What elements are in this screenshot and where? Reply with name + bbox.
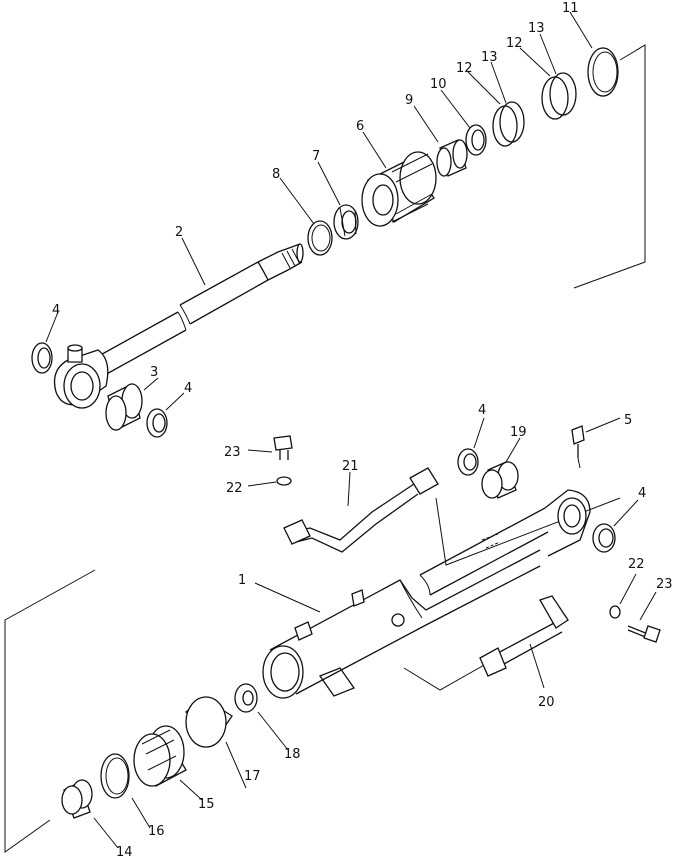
callout-8: 8 bbox=[272, 167, 280, 182]
callout-22-b: 22 bbox=[628, 557, 645, 572]
wear-ring bbox=[436, 139, 468, 177]
leader-lines-upper bbox=[45, 11, 593, 411]
assembly-bracket-tube bbox=[403, 663, 487, 691]
piston-15 bbox=[133, 725, 187, 787]
callout-15: 15 bbox=[198, 797, 215, 812]
cylinder-head bbox=[185, 696, 233, 748]
dust-seal-right bbox=[592, 523, 616, 553]
callout-23-b: 23 bbox=[656, 577, 673, 592]
dust-seal-left bbox=[31, 342, 53, 374]
callout-12-a: 12 bbox=[456, 61, 473, 76]
o-ring bbox=[587, 47, 619, 97]
bushing-14 bbox=[61, 779, 93, 819]
pipe-20 bbox=[479, 595, 569, 677]
leader-lines-lower bbox=[93, 417, 657, 849]
assembly-bracket-mid bbox=[435, 497, 621, 566]
callout-11: 11 bbox=[562, 1, 579, 16]
callout-18: 18 bbox=[284, 747, 301, 762]
callout-13-b: 13 bbox=[528, 21, 545, 36]
back-up-ring bbox=[465, 124, 487, 156]
snap-ring bbox=[307, 220, 333, 256]
callout-22-a: 22 bbox=[226, 481, 243, 496]
callout-19: 19 bbox=[510, 425, 527, 440]
callout-20: 20 bbox=[538, 695, 555, 710]
washer-upper bbox=[276, 476, 292, 486]
bushing-19 bbox=[481, 461, 519, 499]
callout-3: 3 bbox=[150, 365, 158, 380]
dust-seal-mid bbox=[457, 448, 479, 476]
bushing bbox=[105, 383, 143, 431]
pipe-21 bbox=[283, 467, 439, 553]
callout-4-upper-lower: 4 bbox=[184, 381, 192, 396]
callout-4-lower-right: 4 bbox=[638, 486, 646, 501]
dust-seal-lower bbox=[146, 408, 168, 438]
callout-14: 14 bbox=[116, 845, 133, 856]
callout-9: 9 bbox=[405, 93, 413, 108]
piston-ring-pair-1 bbox=[492, 101, 525, 147]
callout-7: 7 bbox=[312, 149, 320, 164]
callout-12-b: 12 bbox=[506, 36, 523, 51]
callout-21: 21 bbox=[342, 459, 359, 474]
callout-1: 1 bbox=[238, 573, 246, 588]
rod-eye bbox=[53, 344, 109, 409]
callout-13-a: 13 bbox=[481, 50, 498, 65]
bolt-upper bbox=[273, 435, 293, 460]
callout-23-a: 23 bbox=[224, 445, 241, 460]
cylinder-tube bbox=[262, 489, 591, 699]
tube-connector bbox=[318, 667, 356, 697]
callout-4-upper-left: 4 bbox=[52, 303, 60, 318]
callout-16: 16 bbox=[148, 824, 165, 839]
callout-2: 2 bbox=[175, 225, 183, 240]
assembly-bracket-lower bbox=[4, 569, 96, 853]
grease-fitting bbox=[571, 425, 585, 469]
callout-5: 5 bbox=[624, 413, 632, 428]
callout-10: 10 bbox=[430, 77, 447, 92]
callout-17: 17 bbox=[244, 769, 261, 784]
ring-16 bbox=[100, 753, 130, 799]
washer-lower bbox=[609, 605, 621, 619]
callout-6: 6 bbox=[356, 119, 364, 134]
bolt-lower bbox=[627, 625, 661, 643]
assembly-bracket-upper bbox=[573, 44, 646, 289]
piston bbox=[361, 151, 437, 227]
nut-18 bbox=[234, 683, 258, 713]
piston-rod bbox=[94, 243, 304, 377]
nut bbox=[333, 204, 359, 240]
piston-ring-pair-2 bbox=[541, 72, 577, 120]
callout-4-lower-mid: 4 bbox=[478, 403, 486, 418]
